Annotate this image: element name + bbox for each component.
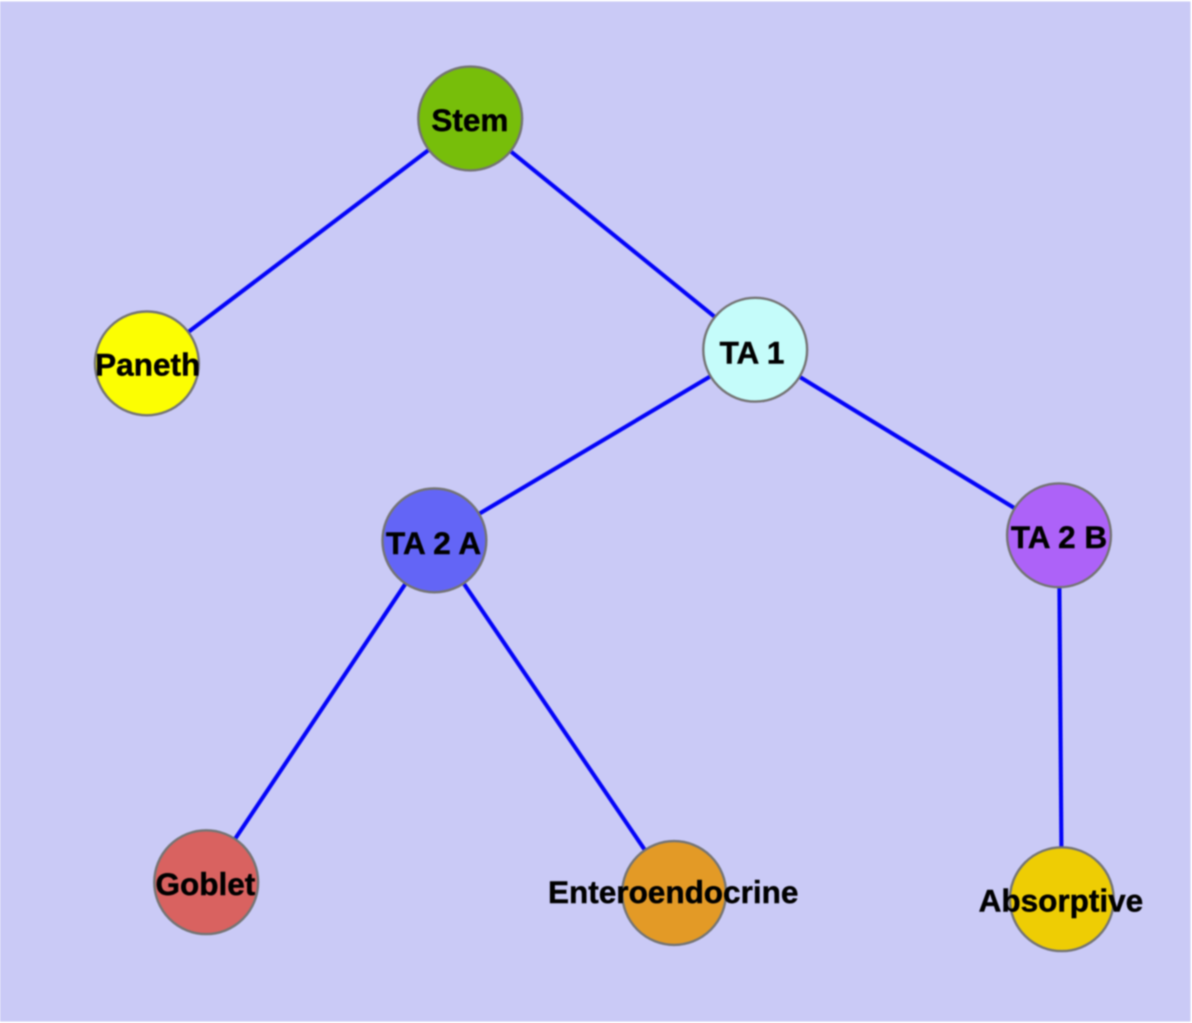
svg-text:TA 2 A: TA 2 A bbox=[386, 525, 481, 561]
svg-text:Goblet: Goblet bbox=[156, 866, 256, 902]
svg-text:Paneth: Paneth bbox=[95, 346, 200, 382]
svg-text:Enteroendocrine: Enteroendocrine bbox=[548, 874, 798, 910]
svg-text:Absorptive: Absorptive bbox=[979, 883, 1144, 919]
svg-text:Stem: Stem bbox=[431, 102, 508, 138]
svg-text:TA 2 B: TA 2 B bbox=[1011, 519, 1107, 555]
svg-text:TA 1: TA 1 bbox=[720, 334, 785, 370]
